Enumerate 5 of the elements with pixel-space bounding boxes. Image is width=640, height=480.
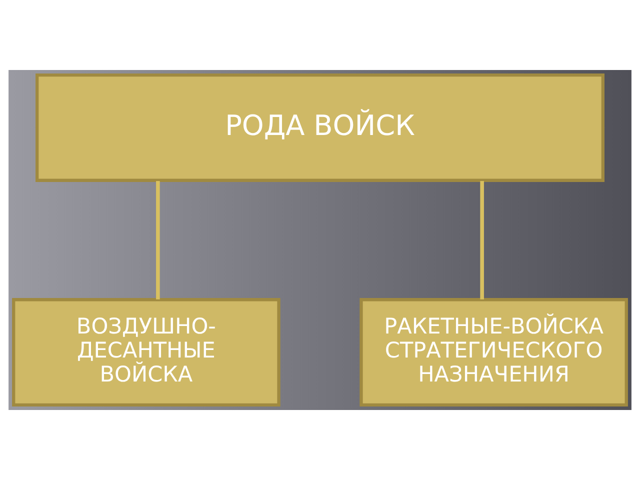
node-box: РОДА ВОЙСК <box>36 74 604 182</box>
node-box: ВОЗДУШНО- ДЕСАНТНЫЕ ВОЙСКА <box>12 298 280 406</box>
connector <box>480 180 484 300</box>
node-box: РАКЕТНЫЕ-ВОЙСКА СТРАТЕГИЧЕСКОГО НАЗНАЧЕНИЯ <box>360 298 628 406</box>
connector <box>156 180 160 300</box>
